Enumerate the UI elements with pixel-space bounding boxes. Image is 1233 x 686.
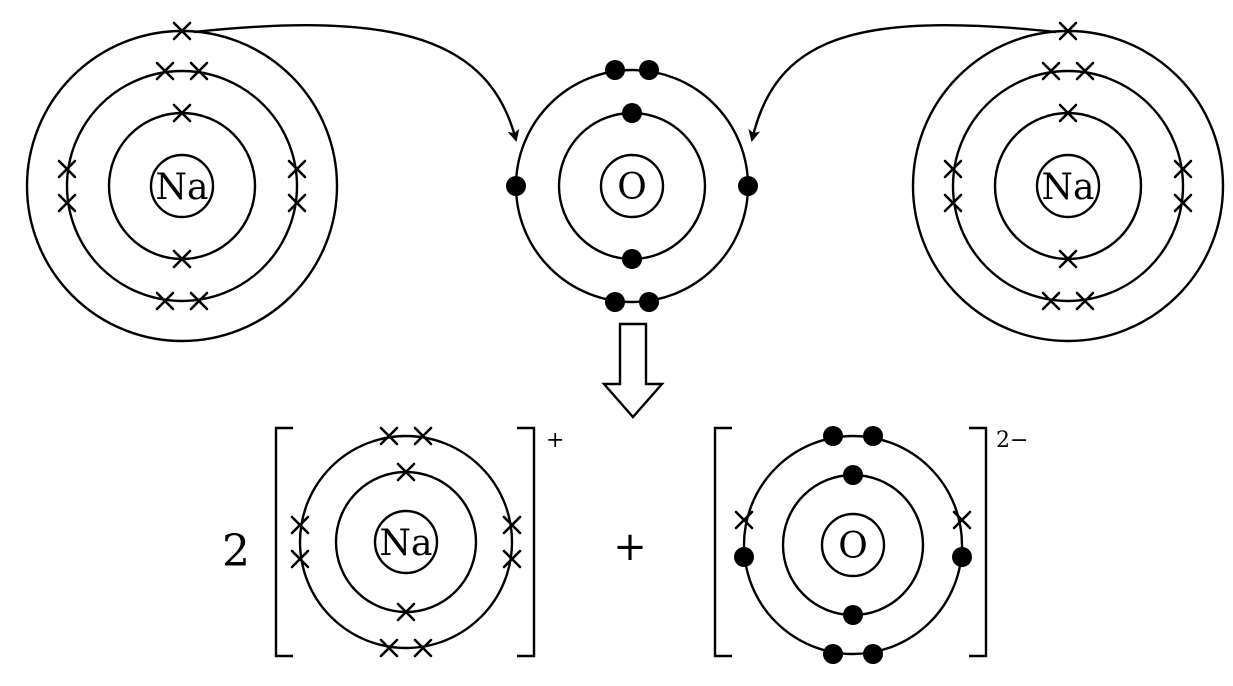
electron-cross xyxy=(396,602,416,622)
nucleus xyxy=(149,153,215,219)
electron-cross xyxy=(1075,291,1095,311)
electron-dot xyxy=(952,547,972,567)
electron-dot xyxy=(863,644,883,664)
oxide-ion: O 2− xyxy=(713,426,1028,664)
electron-cross xyxy=(155,291,175,311)
electron-cross xyxy=(1075,61,1095,81)
nucleus xyxy=(820,512,886,578)
electron-cross xyxy=(1058,103,1078,123)
sodium-ion: Na + xyxy=(274,426,564,658)
electron-dot xyxy=(863,426,883,446)
right-bracket xyxy=(517,426,536,658)
nucleus xyxy=(1035,153,1101,219)
electron-cross xyxy=(189,61,209,81)
electron-dot xyxy=(639,60,659,80)
left-bracket xyxy=(713,426,732,658)
electron-dot xyxy=(605,60,625,80)
down-arrow-icon xyxy=(601,322,665,419)
electrons xyxy=(734,426,972,664)
electron-cross xyxy=(290,549,310,569)
electron-cross xyxy=(189,291,209,311)
electron-cross xyxy=(502,515,522,535)
coefficient: 2 xyxy=(222,526,250,577)
electron-cross xyxy=(172,103,192,123)
electron-cross xyxy=(287,159,307,179)
sodium-atom-left: Na xyxy=(25,21,339,343)
electron-cross xyxy=(57,193,77,213)
curved-arrow-icon xyxy=(748,23,1057,142)
electron-dot xyxy=(823,426,843,446)
nucleus xyxy=(599,153,665,219)
electrons xyxy=(290,426,522,658)
element-symbol: Na xyxy=(156,167,209,208)
electron-cross xyxy=(502,549,522,569)
electron-dot xyxy=(506,176,526,196)
electron-dot xyxy=(823,644,843,664)
electron-cross xyxy=(943,159,963,179)
nucleus xyxy=(373,509,439,575)
electrons xyxy=(943,21,1193,311)
sodium-atom-right: Na xyxy=(911,21,1225,343)
electron-cross xyxy=(1058,21,1078,41)
electron-cross xyxy=(1173,193,1193,213)
electron-dot xyxy=(639,292,659,312)
electron-cross xyxy=(290,515,310,535)
left-bracket xyxy=(274,426,293,658)
electron-cross xyxy=(155,61,175,81)
electron-cross xyxy=(413,638,433,658)
outer-shell xyxy=(742,434,964,656)
middle-shell xyxy=(65,69,299,303)
electron-cross xyxy=(396,462,416,482)
plus-sign: + xyxy=(613,524,647,570)
electron-dot xyxy=(734,547,754,567)
electron-cross xyxy=(1041,61,1061,81)
electron-cross xyxy=(952,510,972,530)
electrons xyxy=(506,60,758,312)
element-symbol: Na xyxy=(380,523,433,564)
middle-shell xyxy=(951,69,1185,303)
outer-shell xyxy=(298,434,514,650)
electron-cross xyxy=(172,249,192,269)
element-symbol: Na xyxy=(1042,167,1095,208)
oxygen-atom: O xyxy=(506,60,758,312)
element-symbol: O xyxy=(838,526,868,567)
electron-cross xyxy=(413,426,433,446)
right-bracket xyxy=(969,426,988,658)
electron-cross xyxy=(172,21,192,41)
electron-cross xyxy=(379,426,399,446)
electron-cross xyxy=(1041,291,1061,311)
electron-cross xyxy=(1173,159,1193,179)
ion-charge: + xyxy=(546,428,564,453)
electron-dot xyxy=(843,605,863,625)
electron-cross xyxy=(943,193,963,213)
electron-cross xyxy=(287,193,307,213)
electron-cross xyxy=(734,510,754,530)
electrons xyxy=(57,21,307,311)
electron-dot xyxy=(622,249,642,269)
electron-dot xyxy=(843,465,863,485)
electron-dot xyxy=(738,176,758,196)
electron-dot xyxy=(605,292,625,312)
electron-cross xyxy=(379,638,399,658)
electron-dot xyxy=(622,103,642,123)
ion-charge: 2− xyxy=(996,428,1028,453)
electron-cross xyxy=(1058,249,1078,269)
curved-arrow-icon xyxy=(193,24,520,142)
electron-cross xyxy=(57,159,77,179)
element-symbol: O xyxy=(617,167,647,208)
